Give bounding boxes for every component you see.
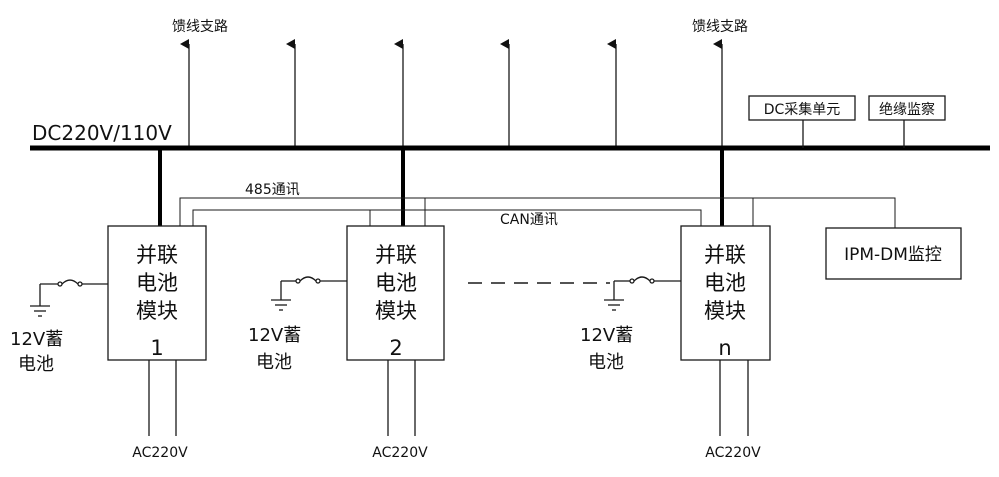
module-2-line-2: 电池 [375, 271, 417, 295]
battery-n-circuit [604, 276, 681, 311]
module-1-index: 1 [150, 336, 163, 360]
feeder-label-left: 馈线支路 [172, 19, 228, 35]
insulation-unit-label: 绝缘监察 [879, 101, 935, 118]
rs485-label: 485通讯 [245, 182, 300, 198]
module-n-line-2: 电池 [704, 271, 746, 295]
battery-1-label-line2: 电池 [18, 354, 54, 375]
rs485-line [179, 197, 753, 226]
module-1-line-3: 模块 [136, 299, 178, 323]
can-label: CAN通讯 [500, 212, 558, 228]
dc-bus-label: DC220V/110V [32, 121, 172, 145]
can-line [192, 209, 702, 226]
module-1-line-2: 电池 [136, 271, 178, 295]
module-1-line-1: 并联 [136, 243, 178, 267]
battery-n-label-line2: 电池 [588, 352, 624, 373]
battery-1-label-line1: 12V蓄 [10, 329, 63, 350]
feeder-label-right: 馈线支路 [692, 19, 748, 35]
ipm-monitor-box [825, 227, 962, 280]
battery-n-label-line1: 12V蓄 [580, 325, 633, 346]
battery-module-2 [346, 225, 445, 361]
module-n-index: n [718, 336, 731, 360]
module-2-line-1: 并联 [375, 243, 417, 267]
battery-2-label-line2: 电池 [256, 352, 292, 373]
rs485-to-ipm [753, 197, 896, 228]
ipm-monitor-label: IPM-DM监控 [844, 245, 942, 265]
module-n-line-1: 并联 [704, 243, 746, 267]
battery-1-circuit [30, 279, 108, 317]
dc-acq-unit-label: DC采集单元 [764, 101, 841, 118]
ac-input-2: AC220V [372, 445, 428, 461]
module-2-index: 2 [389, 336, 402, 360]
battery-module-1 [107, 225, 207, 361]
ac-input-1: AC220V [132, 445, 188, 461]
module-2-line-3: 模块 [375, 299, 417, 323]
dc-acq-unit-box [748, 95, 856, 121]
module-n-line-3: 模块 [704, 299, 746, 323]
battery-2-circuit [271, 276, 347, 311]
battery-2-label-line1: 12V蓄 [248, 325, 301, 346]
ac-input-n: AC220V [705, 445, 761, 461]
insulation-unit-box [868, 95, 946, 121]
battery-module-n [680, 225, 771, 361]
